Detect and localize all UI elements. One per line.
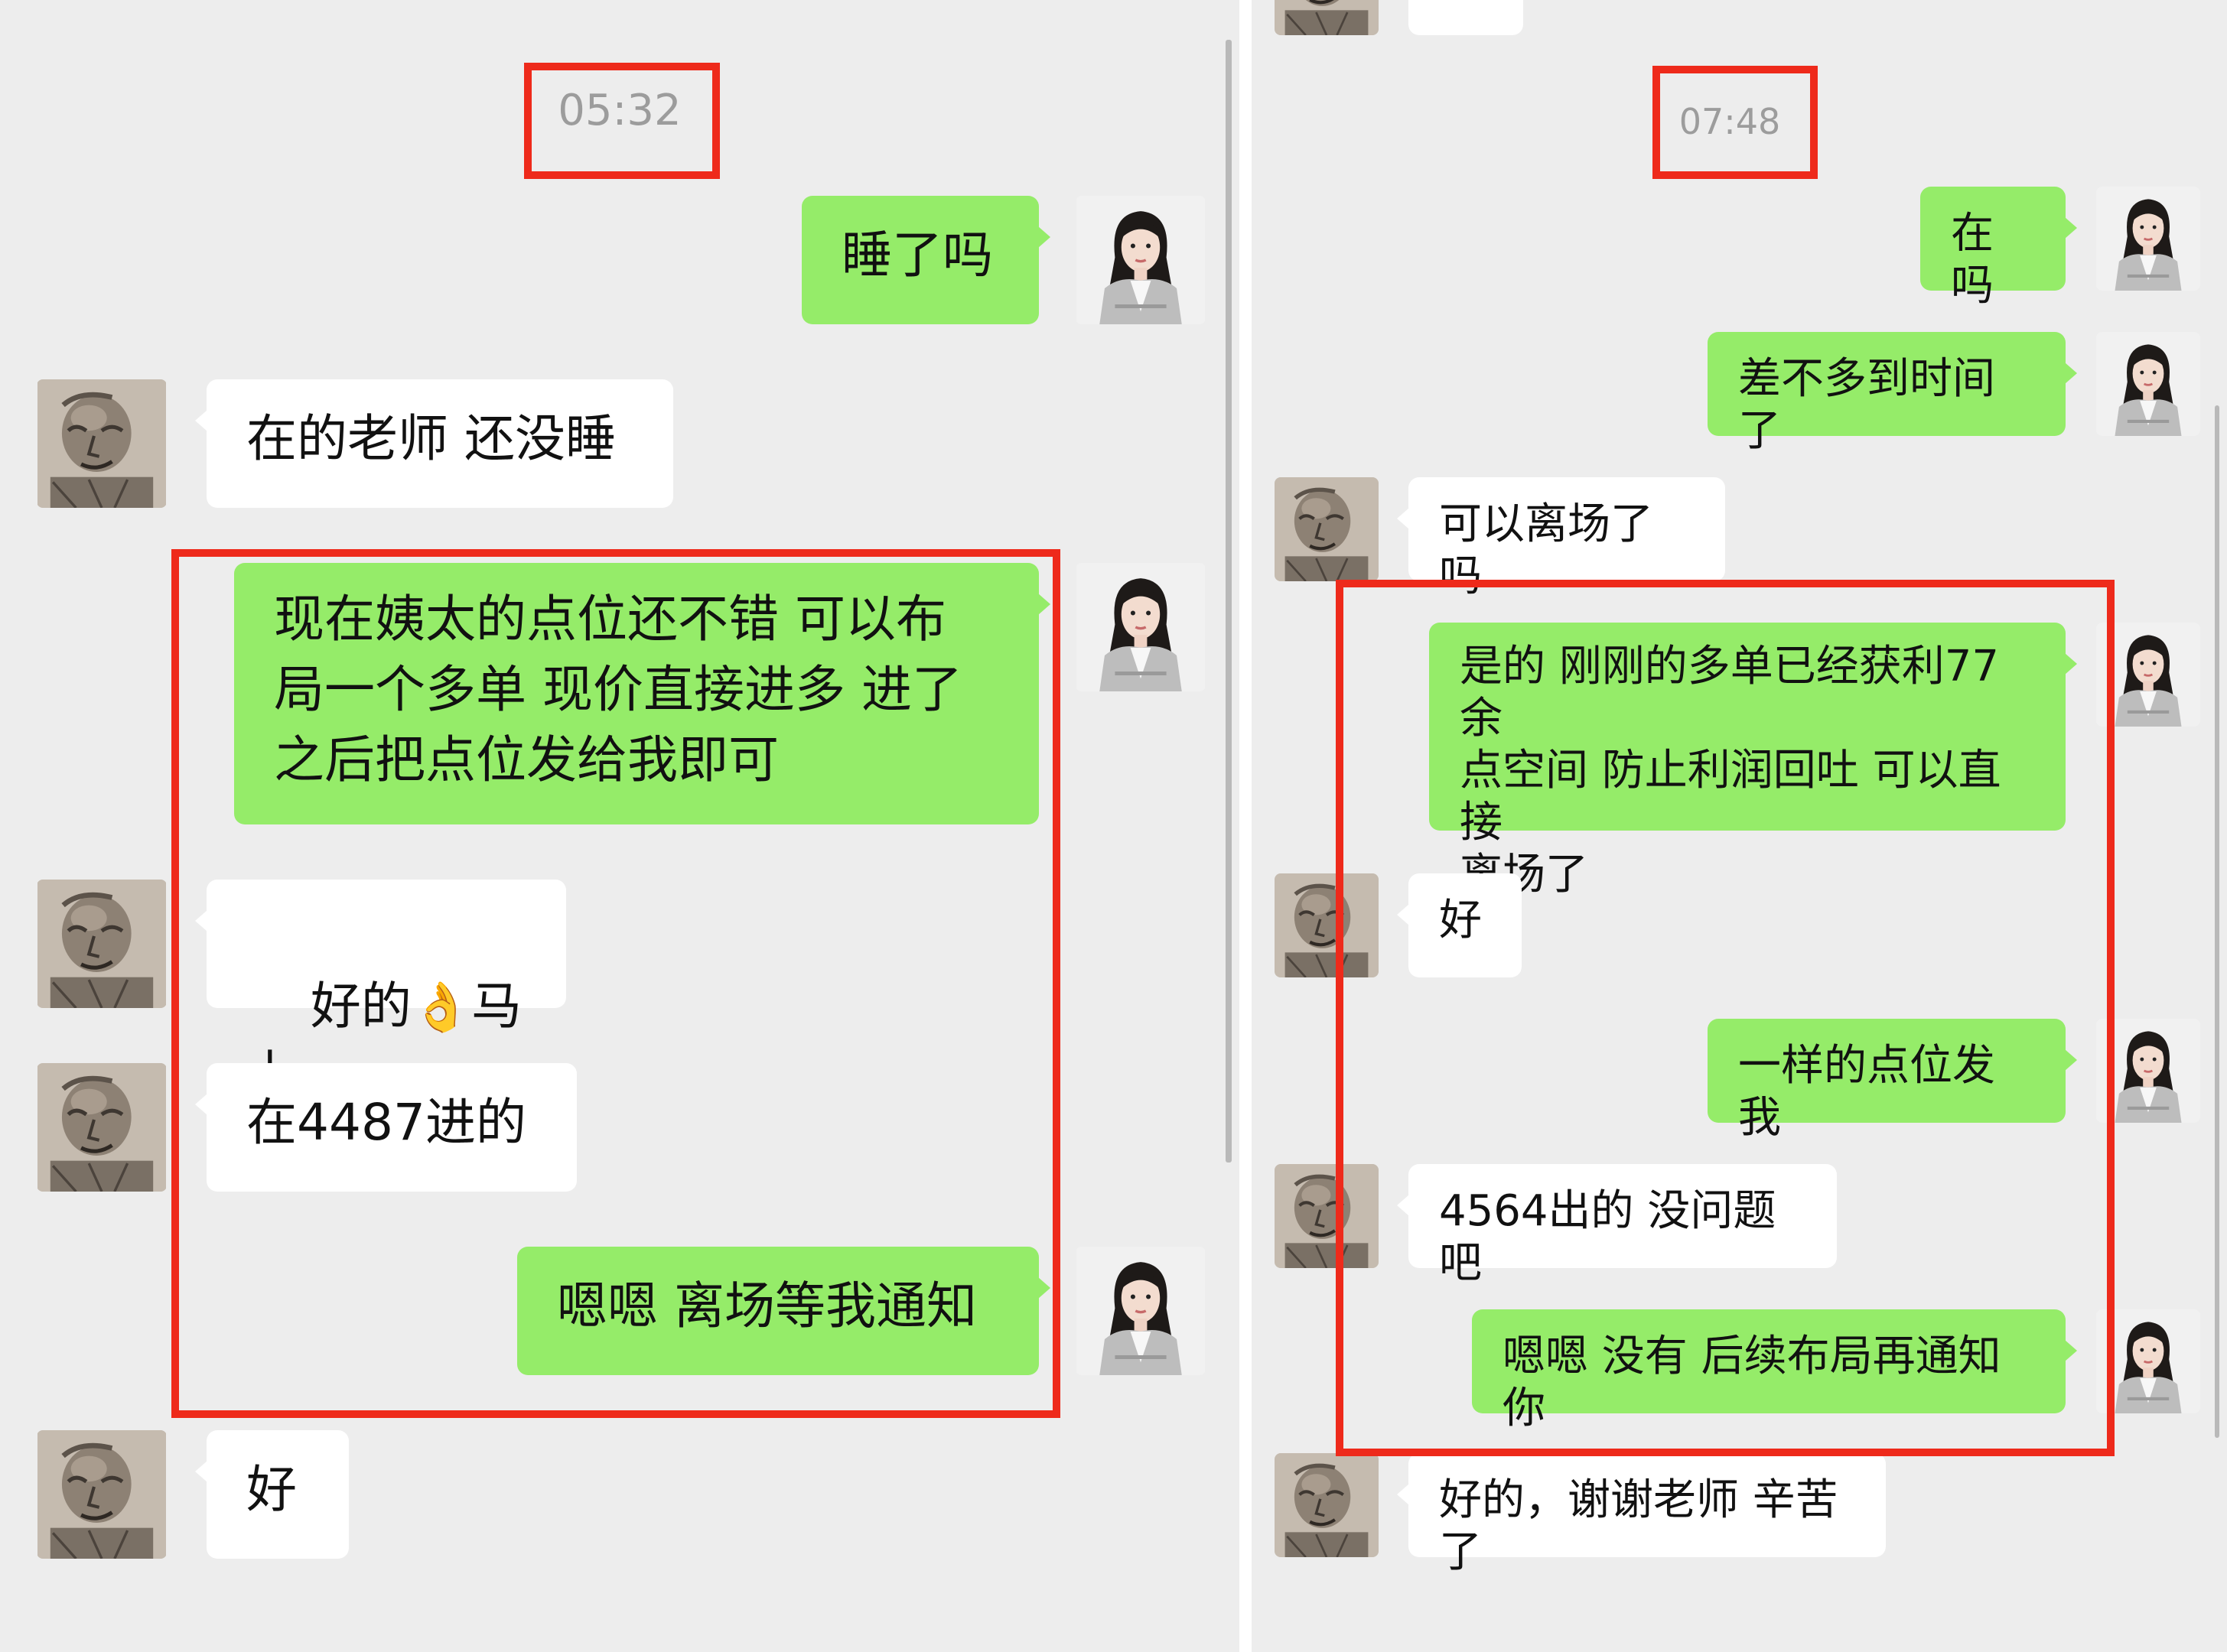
avatar-old-man[interactable] [37, 1430, 167, 1559]
avatar-old-man[interactable] [37, 379, 167, 508]
highlight-box-left-messages [171, 549, 1060, 1418]
highlight-box-timestamp-right [1652, 66, 1818, 179]
message-bubble-received[interactable]: 可以离场了吗 [1397, 477, 1725, 601]
message-bubble-sent[interactable]: 嗯嗯 没有 后续布局再通知你 [1472, 1309, 2077, 1433]
timestamp-left: 05:32 [558, 86, 682, 135]
message-bubble-sent[interactable]: 现在姨太的点位还不错 可以布 局一个多单 现价直接进多 进了 之后把点位发给我即… [234, 563, 1050, 824]
highlight-box-right-messages [1336, 580, 2115, 1456]
avatar-woman[interactable] [2096, 332, 2200, 436]
avatar-old-man[interactable] [37, 1063, 167, 1192]
message-bubble-received[interactable]: 好的👌马上 [195, 880, 566, 1104]
message-bubble-received-partial [1408, 0, 1523, 35]
avatar-woman[interactable] [1076, 563, 1206, 691]
right-chat-pane[interactable]: 07:48 在吗 差不多到时间了 可以离场了吗 是的 刚刚的多单已经获利77余 … [1252, 0, 2227, 1652]
avatar-woman[interactable] [1076, 1247, 1206, 1375]
message-bubble-received[interactable]: 好 [1397, 873, 1522, 977]
highlight-box-timestamp-left [524, 63, 720, 179]
avatar-old-man[interactable] [1275, 1453, 1379, 1557]
message-bubble-sent[interactable]: 睡了吗 [802, 196, 1050, 324]
avatar-old-man [1275, 0, 1379, 35]
avatar-old-man[interactable] [1275, 477, 1379, 581]
avatar-woman[interactable] [1076, 196, 1206, 324]
message-bubble-sent[interactable]: 一样的点位发我 [1708, 1019, 2077, 1143]
message-bubble-sent[interactable]: 在吗 [1920, 187, 2077, 311]
message-bubble-received[interactable]: 在4487进的 [195, 1063, 577, 1192]
scrollbar-right[interactable] [2215, 405, 2219, 1438]
left-chat-pane[interactable]: 05:32 睡了吗 在的老师 还没睡 现在姨太的点位还不错 可以布 局一个多单 … [0, 0, 1239, 1652]
avatar-woman[interactable] [2096, 187, 2200, 291]
message-bubble-sent[interactable]: 是的 刚刚的多单已经获利77余 点空间 防止利润回吐 可以直接 离场了 [1429, 623, 2077, 899]
message-bubble-sent[interactable]: 差不多到时间了 [1708, 332, 2077, 456]
message-text: 好的 [310, 977, 412, 1036]
message-bubble-received[interactable]: 好的，谢谢老师 辛苦了 [1397, 1453, 1886, 1577]
avatar-old-man[interactable] [37, 880, 167, 1008]
timestamp-right: 07:48 [1678, 101, 1781, 142]
scrollbar-left[interactable] [1226, 40, 1232, 1163]
message-bubble-received[interactable]: 在的老师 还没睡 [195, 379, 673, 508]
message-bubble-received[interactable]: 4564出的 没问题吧 [1397, 1164, 1837, 1288]
message-bubble-received[interactable]: 好 [195, 1430, 349, 1559]
pane-divider [1239, 0, 1252, 1652]
message-bubble-sent[interactable]: 嗯嗯 离场等我通知 [517, 1247, 1050, 1375]
ok-hand-emoji-icon: 👌 [411, 979, 471, 1035]
